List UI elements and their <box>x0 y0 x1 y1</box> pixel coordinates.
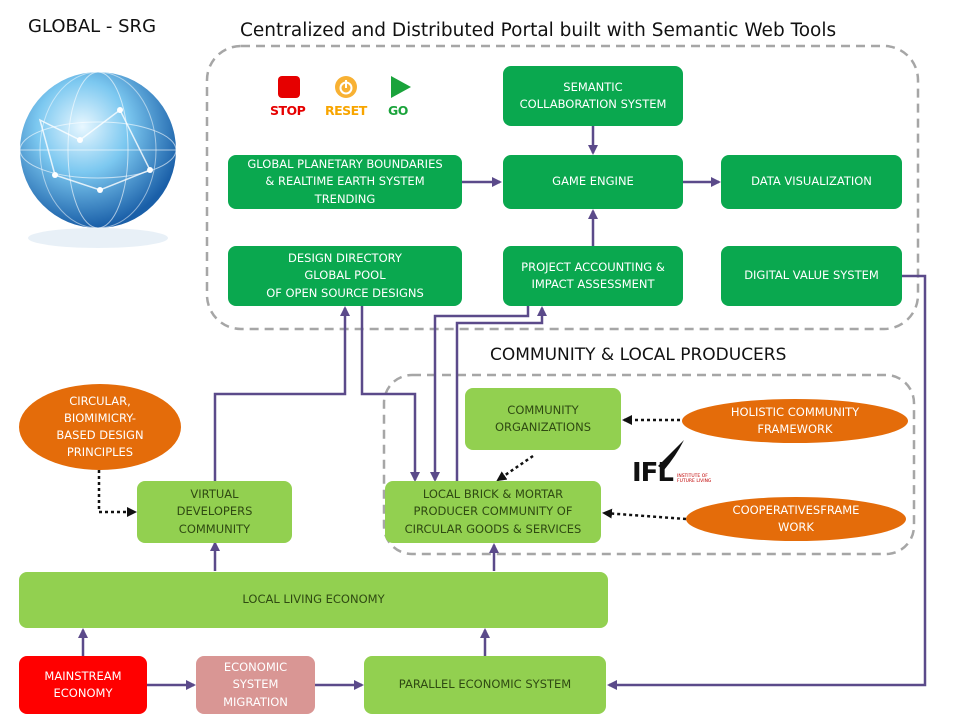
parallel-economic-box: PARALLEL ECONOMIC SYSTEM <box>364 656 606 714</box>
globe-icon <box>19 71 177 248</box>
circular-principles-oval: CIRCULAR, BIOMIMICRY- BASED DESIGN PRINC… <box>19 384 181 470</box>
ifl-logo-subtitle: INSTITUTE OF FUTURE LIVING <box>677 474 712 485</box>
bird-icon <box>658 440 684 470</box>
cooperatives-framework-oval: COOPERATIVESFRAME WORK <box>686 497 906 541</box>
arrow-cooperatives-to-producer <box>602 508 687 521</box>
game-engine-box: GAME ENGINE <box>503 155 683 209</box>
reset-label: RESET <box>325 103 367 118</box>
arrow-accounting-to-producer <box>430 306 530 482</box>
arrow-design-to-producer <box>360 306 420 482</box>
community-organizations-box: COMMUNITY ORGANIZATIONS <box>465 388 621 450</box>
data-visualization-box: DATA VISUALIZATION <box>721 155 902 209</box>
arrow-producer-to-accounting <box>455 306 547 481</box>
local-living-economy-box: LOCAL LIVING ECONOMY <box>19 572 608 628</box>
design-directory-box: DESIGN DIRECTORY GLOBAL POOL OF OPEN SOU… <box>228 246 462 306</box>
holistic-framework-oval: HOLISTIC COMMUNITY FRAMEWORK <box>682 399 908 443</box>
go-label: GO <box>388 103 408 118</box>
planetary-boundaries-box: GLOBAL PLANETARY BOUNDARIES & REALTIME E… <box>228 155 462 209</box>
local-producer-box: LOCAL BRICK & MORTAR PRODUCER COMMUNITY … <box>385 481 601 543</box>
portal-title: Centralized and Distributed Portal built… <box>240 20 837 41</box>
power-icon <box>335 76 357 98</box>
community-title: COMMUNITY & LOCAL PRODUCERS <box>490 345 787 365</box>
arrow-circular-to-virtual <box>97 470 137 517</box>
ifl-logo-text: IFL <box>632 458 674 488</box>
portal-container <box>205 44 920 331</box>
brand-title: GLOBAL - SRG <box>28 16 157 37</box>
arrow-virtual-to-design <box>213 306 350 481</box>
play-icon <box>391 76 411 98</box>
arrow-organizations-to-producer <box>496 454 534 482</box>
virtual-developers-box: VIRTUAL DEVELOPERS COMMUNITY <box>137 481 292 543</box>
community-container <box>382 373 916 556</box>
project-accounting-box: PROJECT ACCOUNTING & IMPACT ASSESSMENT <box>503 246 683 306</box>
digital-value-box: DIGITAL VALUE SYSTEM <box>721 246 902 306</box>
semantic-collaboration-box: SEMANTIC COLLABORATION SYSTEM <box>503 66 683 126</box>
stop-icon <box>278 76 300 98</box>
arrow-digital-value-to-parallel <box>607 274 927 690</box>
stop-label: STOP <box>270 103 306 118</box>
economic-migration-box: ECONOMIC SYSTEM MIGRATION <box>196 656 315 714</box>
mainstream-economy-box: MAINSTREAM ECONOMY <box>19 656 147 714</box>
